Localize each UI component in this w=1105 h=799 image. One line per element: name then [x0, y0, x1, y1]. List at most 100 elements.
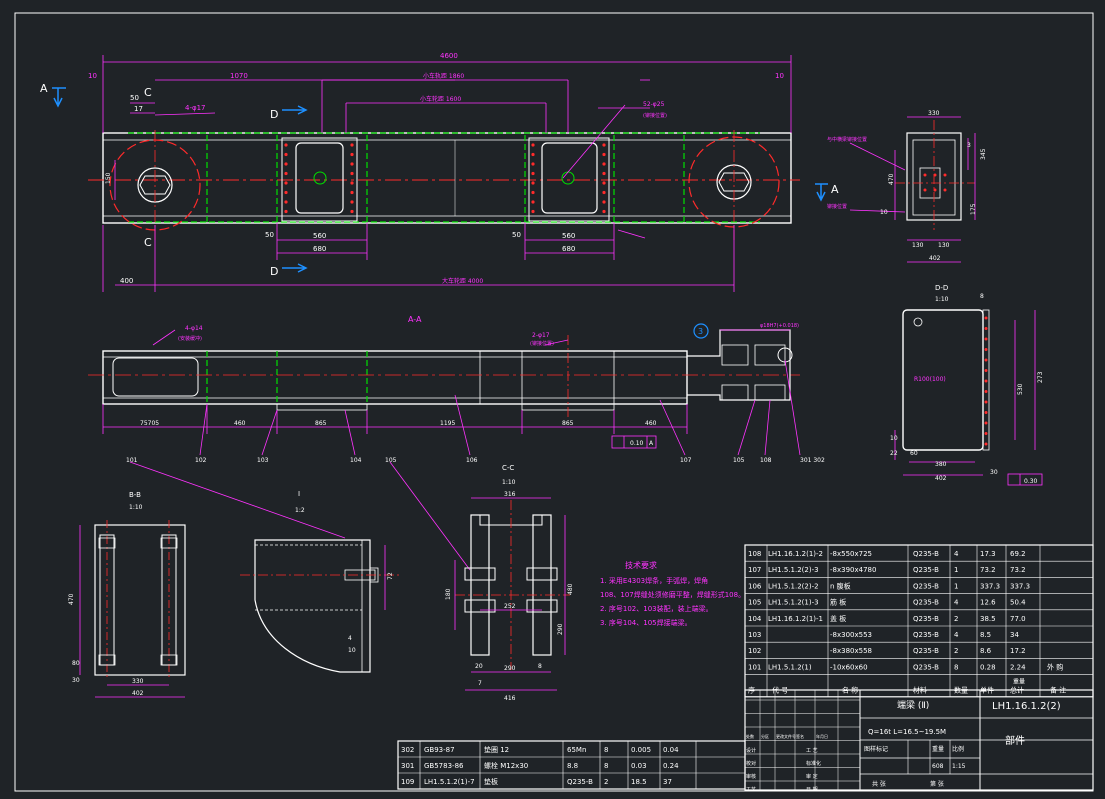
side-note-1: 与中横梁铆接位置	[827, 136, 867, 143]
left-connection-plate	[281, 137, 358, 222]
rivet-hole	[350, 171, 354, 176]
bb-dim-402: 402	[132, 690, 144, 697]
bom-cell: 0.28	[980, 663, 996, 671]
cc-dim-316: 316	[504, 491, 516, 498]
aa-tol-ref: A	[649, 440, 654, 447]
aa-label-106: 106	[466, 457, 478, 464]
tb-weight: 608	[932, 763, 944, 770]
dd-dim-22: 22	[890, 450, 898, 457]
dim-560-right: 560	[562, 232, 575, 240]
bom-cell: 102	[748, 647, 761, 655]
bom-cell: Q235-B	[913, 566, 939, 574]
bom-cell: LH1.16.1.2(1)-2	[768, 550, 823, 558]
dd-hole	[984, 369, 988, 372]
rivet-hole	[602, 143, 606, 147]
section-aa-title: A-A	[408, 315, 422, 324]
tb-right-row: 日 期	[806, 787, 818, 793]
bom-cell: 337.3	[1010, 582, 1030, 590]
rivet-hole	[602, 181, 606, 185]
tech-requirements: 技术要求 1. 采用E4303焊条，手弧焊，焊角 108、107焊缝处须修磨平整…	[600, 560, 745, 627]
arrow-d-bottom-icon	[282, 263, 308, 273]
arrow-a-right-icon	[815, 183, 828, 202]
rivet-hole	[602, 209, 606, 214]
side-rivets	[923, 173, 947, 192]
section-c-bottom: C	[144, 236, 152, 249]
dim-400: 400	[120, 277, 133, 285]
bom-cell: -8x550x725	[830, 550, 872, 558]
tb-left-row: 工艺	[746, 787, 756, 793]
title-block: 处数分区更改文件号签名年月日设计校对审核工艺工 艺标准化审 定日 期 端梁 (Ⅱ…	[744, 689, 1094, 793]
bom-bottom-cell: GB5783-86	[424, 762, 464, 770]
drawing-frame	[14, 12, 1094, 792]
aa-label-105b: 105	[385, 457, 397, 464]
bb-dim-330: 330	[132, 678, 144, 685]
bom-cell: Q235-B	[913, 599, 939, 607]
side-dim-330: 330	[928, 110, 940, 117]
arrow-a-left-icon	[52, 87, 66, 108]
rivet-hole	[284, 190, 288, 195]
bom-bottom-cell: 302	[401, 746, 414, 754]
bom-bottom-cell: 0.24	[663, 762, 679, 770]
beam-outline	[102, 132, 792, 224]
tb-ratio: 1:15	[952, 763, 966, 770]
dd-hole	[984, 421, 988, 425]
bb-dim-30: 30	[72, 677, 80, 684]
bom-cell: 8	[954, 663, 958, 671]
dd-dim-10: 10	[890, 435, 898, 442]
bom-cell: 2.24	[1010, 663, 1026, 671]
aa-tol: 0.10	[630, 440, 644, 447]
bom-bottom-cell: 8	[604, 762, 608, 770]
bom-header-weight: 重量	[1013, 678, 1025, 686]
rivet-hole	[350, 143, 354, 147]
aa-hole-note2: (安装缓冲)	[178, 335, 202, 342]
side-view: 330 3 345 470 10 175 130 130 402 与中横梁铆接位…	[827, 110, 987, 263]
bom-cell: 1	[954, 582, 958, 590]
i-title: I	[298, 490, 300, 498]
tech-line-3: 2. 序号102、103装配，装上端梁。	[600, 604, 713, 613]
dim-50-right: 50	[512, 231, 521, 239]
bom-bottom-cell: 18.5	[631, 778, 647, 786]
bom-cell: 17.3	[980, 550, 996, 558]
bom-cell: -8x390x4780	[830, 566, 876, 574]
dim-50-left: 50	[265, 231, 274, 239]
tb-name: 端梁 (Ⅱ)	[897, 699, 929, 711]
tb-col-header: 签名	[796, 733, 804, 739]
tb-right-row: 工 艺	[806, 748, 818, 754]
aa-label-301-302: 301 302	[800, 457, 825, 464]
bom-cell: 77.0	[1010, 615, 1026, 623]
side-dim-345: 345	[980, 148, 987, 160]
dd-hole	[984, 442, 988, 446]
dim-17: 17	[134, 105, 143, 113]
dim-right-10: 10	[775, 72, 784, 80]
hole-note-right-sub: (铆接位置)	[643, 112, 667, 119]
bb-dim-80: 80	[72, 660, 80, 667]
bom-cell: 4	[954, 550, 959, 558]
i-scale: 1:2	[295, 507, 305, 514]
bom-bottom-cell: 8.8	[567, 762, 578, 770]
bom-cell: 4	[954, 599, 959, 607]
view-cc: C-C 1:10 316 290 252 480 180 20 8 7 416 …	[445, 464, 574, 702]
rivet-hole	[350, 209, 354, 214]
dd-hole	[984, 400, 988, 404]
rivet-hole	[350, 162, 354, 166]
arrow-d-top-icon	[282, 105, 308, 115]
bom-cell: -8x300x553	[830, 631, 872, 639]
bom-cell: 2	[954, 647, 958, 655]
bom-bottom-cell: 螺栓 M12x30	[484, 761, 528, 770]
aa-dim-460b: 460	[645, 420, 657, 427]
tb-col-header: 更改文件号	[776, 733, 796, 739]
rivet-hole	[531, 181, 535, 185]
bom-bottom-cell: 0.03	[631, 762, 647, 770]
bom-cell: 69.2	[1010, 550, 1026, 558]
rivet-hole	[531, 162, 535, 166]
cc-dim-7: 7	[478, 680, 482, 687]
aa-label-107: 107	[680, 457, 692, 464]
bom-cell: 外 购	[1047, 662, 1063, 671]
tb-sheet-no: 第 张	[930, 780, 944, 788]
dim-150: 150	[105, 172, 112, 184]
dd-hole	[984, 358, 988, 362]
bom-cell: 103	[748, 631, 761, 639]
bom-bottom-cell: 垫圈 12	[484, 745, 509, 754]
side-dim-10: 10	[880, 209, 888, 216]
